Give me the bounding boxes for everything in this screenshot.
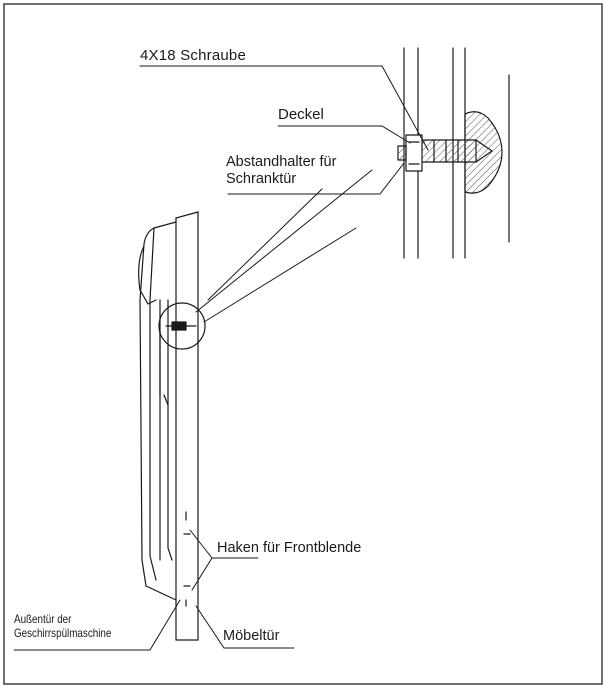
screw-shaft	[417, 139, 477, 163]
diagram-frame	[3, 3, 603, 685]
spacer-block	[397, 145, 407, 161]
label-cover: Deckel	[278, 106, 324, 123]
dishwasher-door-outline	[139, 221, 177, 601]
label-outer-door-line1: Außentür der	[14, 612, 72, 626]
label-spacer-line1: Abstandhalter für	[226, 154, 337, 170]
cover-cap	[405, 134, 423, 172]
hook-bottom	[183, 585, 191, 607]
detail-view	[397, 47, 510, 259]
label-screw: 4X18 Schraube	[140, 47, 247, 64]
leader-lines	[13, 65, 429, 651]
label-spacer: Abstandhalter für Schranktür	[226, 154, 336, 187]
label-spacer-line2: Schranktür	[226, 170, 297, 187]
hook-top	[183, 511, 191, 535]
label-outer-door: Außentür der Geschirrspülmaschine	[14, 612, 112, 641]
label-outer-door-line2: Geschirrspülmaschine	[14, 625, 112, 640]
label-hook: Haken für Frontblende	[217, 540, 362, 556]
door-handle	[138, 245, 157, 305]
furniture-door-section	[464, 111, 503, 194]
label-furniture-door: Möbeltür	[223, 628, 280, 644]
side-view	[138, 211, 206, 641]
magnifier-circle	[158, 302, 206, 350]
